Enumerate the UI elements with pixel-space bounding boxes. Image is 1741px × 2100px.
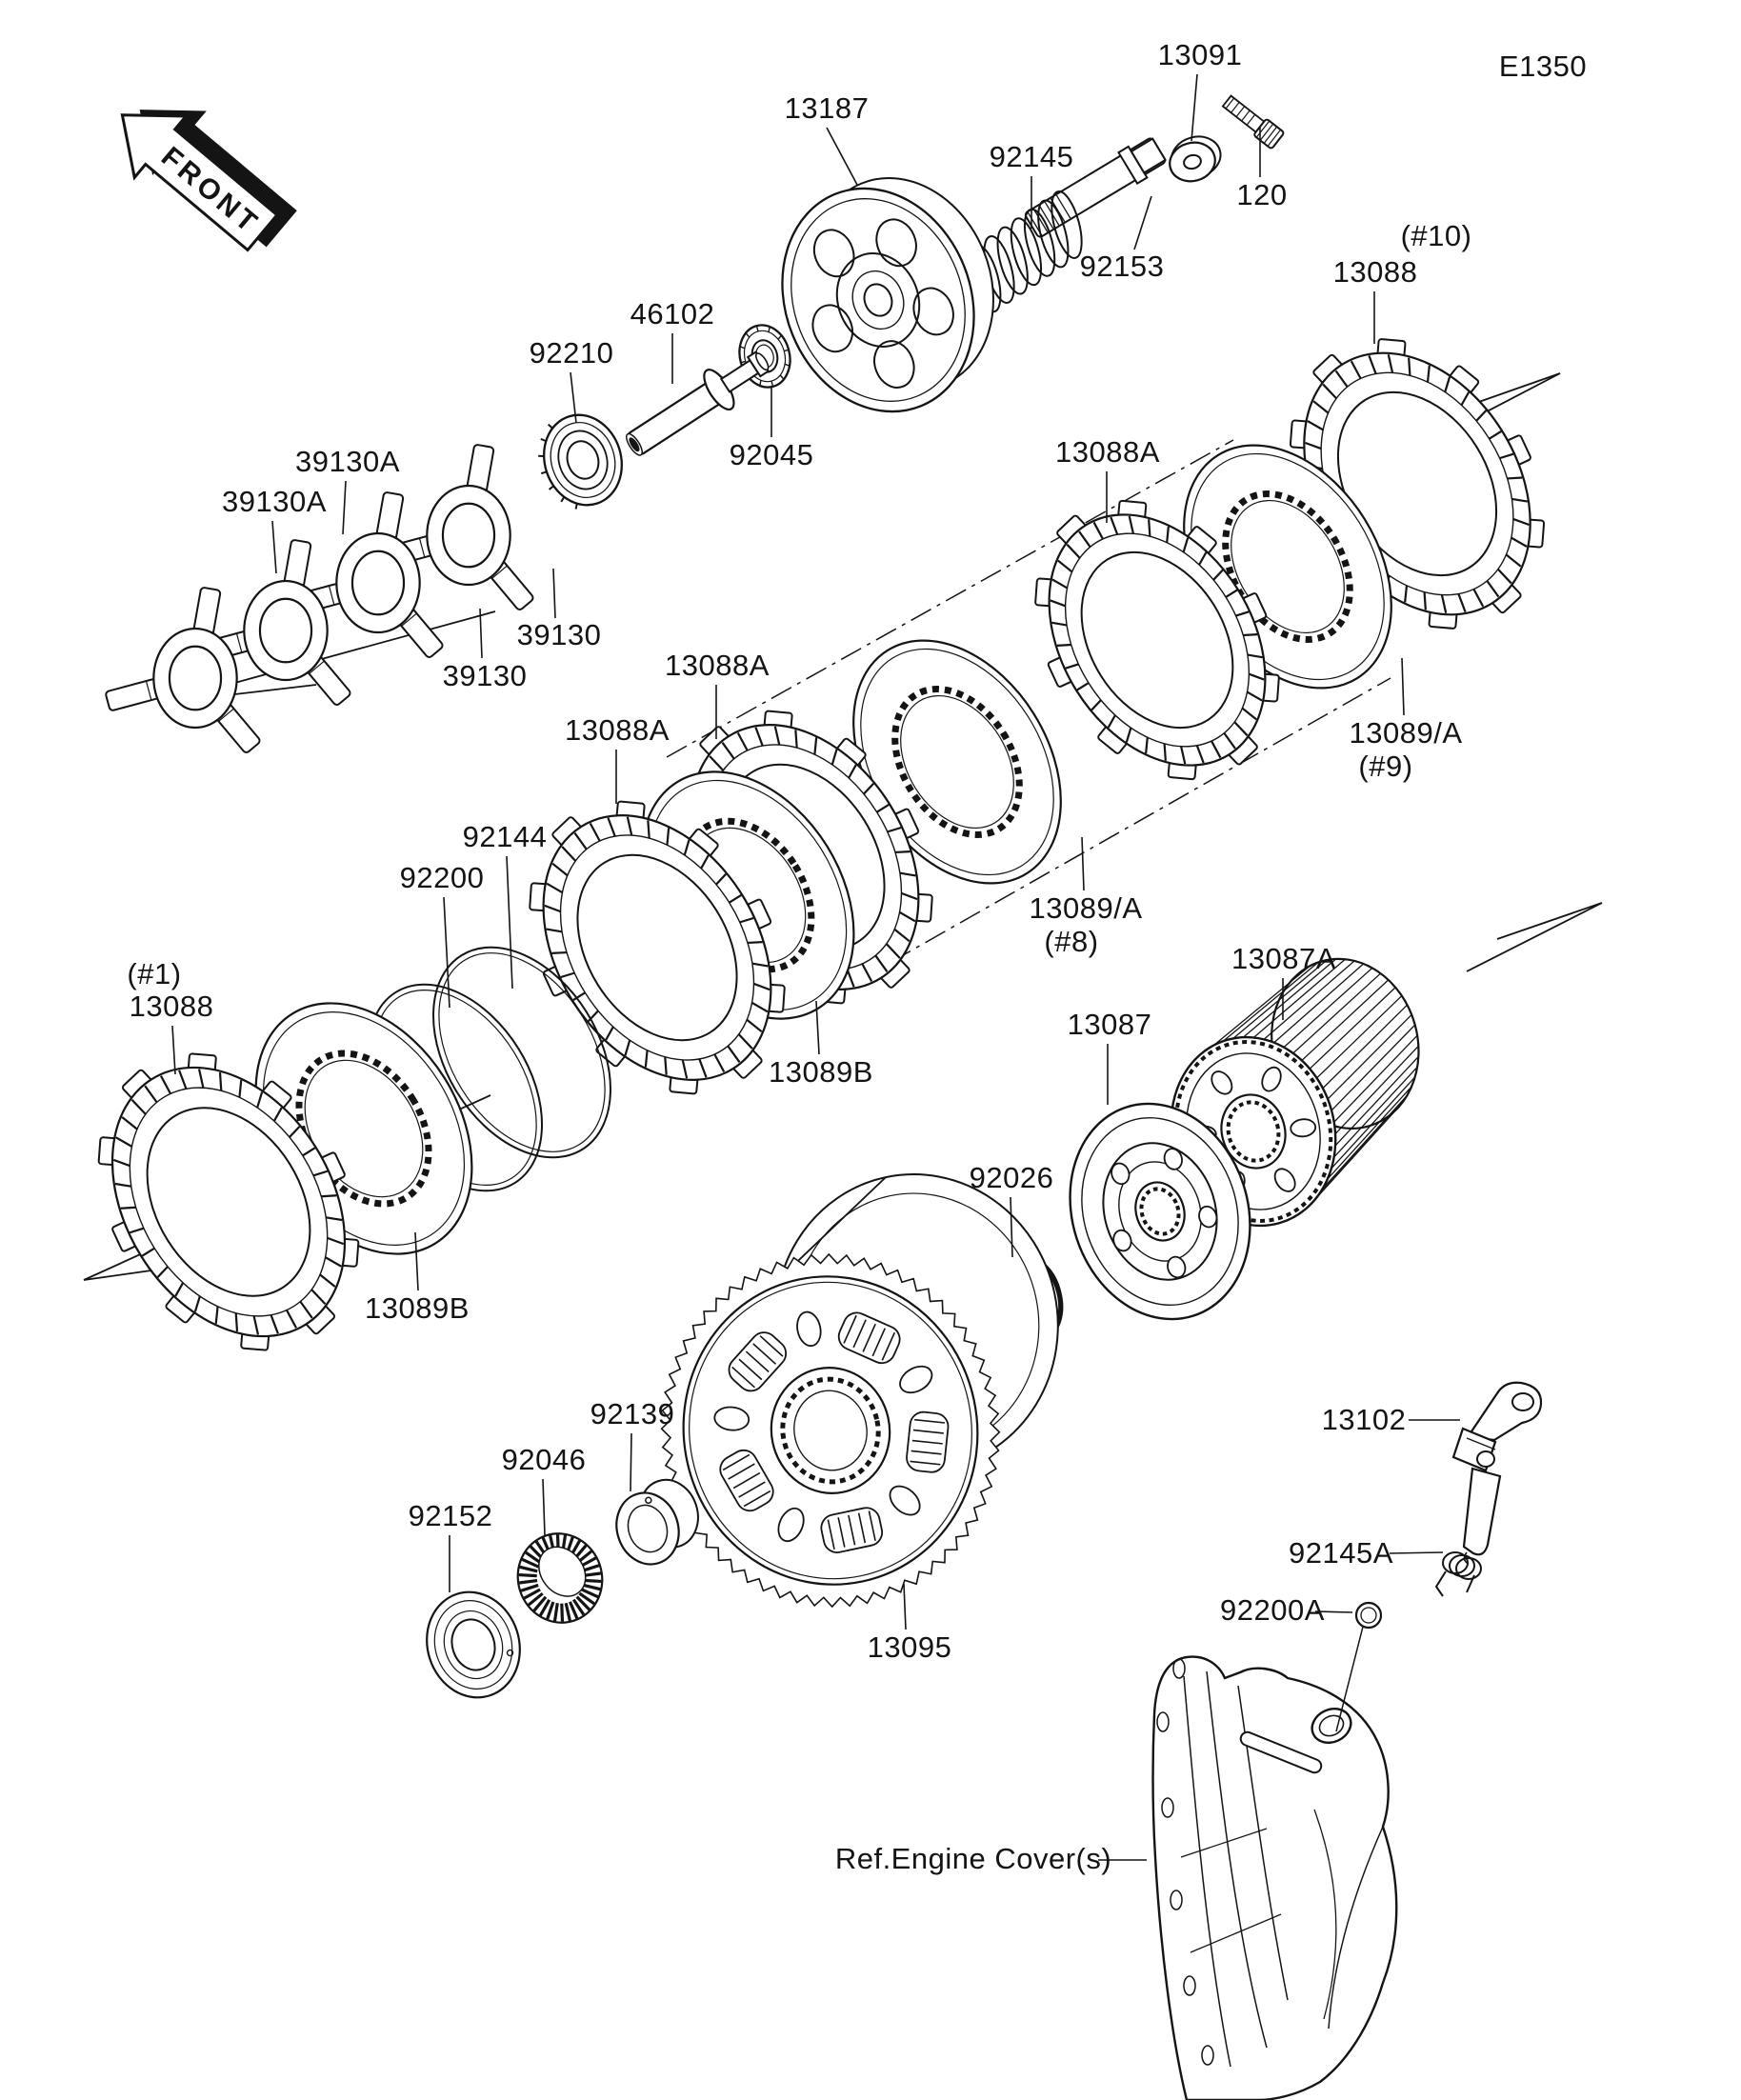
- part-leader-13089-a: [1401, 657, 1405, 716]
- part-label-e1350: E1350: [1499, 50, 1587, 83]
- part-leader-13089-a: [1081, 836, 1085, 891]
- part-leader-92153: [1133, 195, 1152, 250]
- part-label-92153: 92153: [1080, 250, 1165, 283]
- part-leader-13091: [1191, 73, 1198, 142]
- release-bearing-92210-drawing: [538, 413, 623, 510]
- pusher-46102-drawing: [626, 350, 770, 456]
- part-label-ref-engine-cover-s: Ref.Engine Cover(s): [835, 1842, 1111, 1875]
- part-label-13089b: 13089B: [365, 1291, 470, 1325]
- part-label-13187: 13187: [785, 91, 870, 125]
- part-label-39130a: 39130A: [295, 445, 400, 478]
- part-label-13091: 13091: [1158, 38, 1243, 71]
- part-label-10: (#10): [1401, 219, 1472, 252]
- part-leader-92210: [570, 371, 577, 424]
- part-label-13087: 13087: [1068, 1008, 1152, 1041]
- part-leader-39130a: [271, 520, 277, 574]
- part-label-39130: 39130: [443, 659, 528, 692]
- clutch-housing-13095-drawing: [660, 1173, 1059, 1609]
- front-direction-arrow: FRONT: [120, 110, 297, 252]
- part-leader-92144: [506, 855, 513, 990]
- part-leader-39130: [479, 608, 483, 659]
- part-label-13089b: 13089B: [769, 1055, 873, 1089]
- part-leader-92026: [1010, 1196, 1013, 1258]
- friction-plate-13088A-right-drawing: [1034, 499, 1280, 781]
- clutch-hub-13087-drawing: [1069, 1102, 1251, 1321]
- part-leader-13095: [903, 1583, 907, 1630]
- o-ring-92200A-drawing: [1354, 1601, 1383, 1630]
- release-plate-39130a-a-drawing: [105, 587, 261, 753]
- part-label-8: (#8): [1044, 925, 1098, 958]
- part-label-92152: 92152: [409, 1499, 493, 1532]
- part-label-92145: 92145: [990, 140, 1074, 173]
- part-label-39130: 39130: [517, 618, 602, 651]
- friction-plate-13088-1-drawing: [97, 1052, 360, 1351]
- part-label-92210: 92210: [530, 336, 614, 370]
- part-label-13095: 13095: [868, 1630, 952, 1664]
- part-label-92045: 92045: [730, 438, 814, 471]
- part-label-13088a: 13088A: [565, 713, 670, 747]
- part-label-46102: 46102: [630, 297, 715, 330]
- part-label-9: (#9): [1358, 750, 1412, 783]
- part-leader-39130: [552, 568, 556, 619]
- part-label-13089-a: 13089/A: [1350, 716, 1463, 750]
- part-leader-92200: [443, 896, 450, 1009]
- release-lever-13102-drawing: [1451, 1381, 1543, 1565]
- part-label-92046: 92046: [502, 1443, 587, 1476]
- part-leader-92200a: [1314, 1610, 1353, 1613]
- part-labels-layer: E135013091120131879214592153(#10)1308813…: [127, 38, 1587, 1875]
- part-label-92200a: 92200A: [1220, 1593, 1325, 1627]
- part-label-92145a: 92145A: [1289, 1536, 1393, 1570]
- needle-bearing-92046-drawing: [516, 1532, 604, 1624]
- release-plate-39130a-b-drawing: [195, 539, 351, 706]
- sleeve-92152-drawing: [426, 1590, 521, 1699]
- part-label-13089-a: 13089/A: [1030, 891, 1143, 925]
- part-label-13088: 13088: [130, 990, 214, 1023]
- part-leader-39130a: [342, 480, 347, 535]
- bolt-120-drawing: [1221, 94, 1285, 150]
- part-label-120: 120: [1236, 178, 1287, 211]
- part-label-92144: 92144: [463, 820, 548, 853]
- part-leader-92139: [630, 1432, 632, 1492]
- spacer-92139-drawing: [615, 1478, 699, 1566]
- spring-plate-13187-drawing: [781, 177, 994, 413]
- part-label-13088a: 13088A: [1055, 435, 1160, 469]
- part-label-92139: 92139: [590, 1397, 675, 1430]
- part-leader-92046: [542, 1478, 546, 1536]
- part-label-39130a: 39130A: [222, 485, 327, 518]
- friction-plate-13088A-mid2-drawing: [529, 800, 786, 1095]
- engine-cover-drawing: [1151, 1626, 1398, 2100]
- part-label-1: (#1): [127, 957, 181, 990]
- part-label-13088a: 13088A: [665, 649, 770, 682]
- torsion-spring-92145A-drawing: [1434, 1551, 1482, 1597]
- nut-13091-drawing: [1169, 135, 1222, 183]
- parts-artwork: [83, 94, 1603, 2100]
- part-leader-13089b: [414, 1231, 419, 1291]
- part-label-92200: 92200: [400, 861, 485, 894]
- part-label-13087a: 13087A: [1231, 942, 1336, 975]
- part-leader-13089b: [815, 1000, 820, 1055]
- part-leader-13187: [826, 127, 858, 186]
- spring-ring-92144-drawing: [432, 946, 611, 1159]
- part-leader-92145a: [1389, 1551, 1444, 1554]
- part-label-92026: 92026: [970, 1161, 1054, 1194]
- part-label-13102: 13102: [1322, 1403, 1407, 1436]
- front-arrow-face: [120, 113, 280, 252]
- release-plate-39130-c-drawing: [288, 491, 444, 658]
- part-leader-13088: [171, 1025, 176, 1075]
- part-label-13088: 13088: [1333, 255, 1418, 289]
